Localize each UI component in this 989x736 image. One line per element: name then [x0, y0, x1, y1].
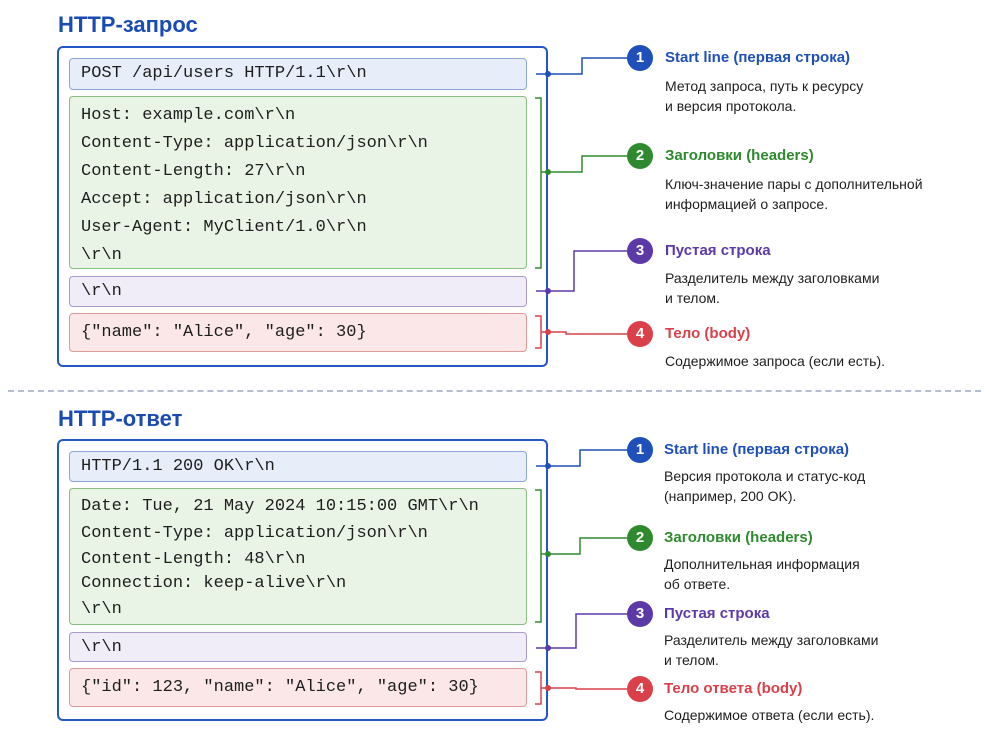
response-connector-2 [535, 489, 627, 623]
desc-line: (например, 200 OK). [664, 488, 797, 504]
response-body: {"id": 123, "name": "Alice", "age": 30} [69, 668, 527, 707]
request-connector-3 [536, 250, 627, 292]
response-header-line: Content-Type: application/json\r\n [81, 524, 428, 543]
request-ann-3-title: Пустая строка [665, 242, 771, 259]
request-header-line: Content-Type: application/json\r\n [81, 134, 428, 153]
desc-line: Разделитель между заголовками [664, 632, 879, 648]
request-ann-4-title: Тело (body) [665, 325, 751, 342]
request-empty-line-text: \r\n [81, 282, 122, 301]
response-connector-3 [536, 613, 627, 649]
response-connector-dot-1 [545, 463, 551, 469]
request-connector-dot-3 [545, 288, 551, 294]
request-ann-3-desc: Разделитель между заголовками и телом. [665, 268, 879, 308]
desc-line: информацией о запросе. [665, 196, 829, 212]
response-empty-line-text: \r\n [81, 638, 122, 657]
response-empty-line: \r\n [69, 632, 527, 662]
desc-line: Метод запроса, путь к ресурсу [665, 78, 864, 94]
desc-line: и версия протокола. [665, 98, 797, 114]
request-empty-line: \r\n [69, 276, 527, 307]
response-header-line: Content-Length: 48\r\n [81, 550, 306, 569]
request-connector-dot-2 [545, 169, 551, 175]
response-connector-1 [536, 449, 627, 467]
request-ann-1-title: Start line (первая строка) [665, 49, 851, 66]
desc-line: Разделитель между заголовками [665, 270, 880, 286]
response-ann-3-badge: 3 [627, 601, 653, 627]
response-ann-3-title: Пустая строка [664, 605, 770, 622]
response-ann-3-desc: Разделитель между заголовками и телом. [664, 630, 878, 670]
request-ann-2-desc: Ключ-значение пары с дополнительной инфо… [665, 174, 923, 214]
response-ann-1-desc: Версия протокола и статус-код (например,… [664, 466, 865, 506]
request-ann-2-title: Заголовки (headers) [665, 147, 814, 164]
request-ann-4-desc: Содержимое запроса (если есть). [665, 351, 885, 371]
request-header-line: \r\n [81, 246, 122, 265]
response-header-line: \r\n [81, 600, 122, 619]
response-ann-1-title: Start line (первая строка) [664, 441, 850, 458]
response-connector-4 [535, 671, 627, 705]
desc-line: и телом. [665, 290, 720, 306]
request-body: {"name": "Alice", "age": 30} [69, 313, 527, 352]
response-ann-4-badge: 4 [627, 676, 653, 702]
response-ann-1-badge: 1 [627, 437, 653, 463]
response-title: HTTP-ответ [58, 406, 183, 431]
request-header-line: User-Agent: MyClient/1.0\r\n [81, 218, 367, 237]
request-ann-3-badge: 3 [627, 238, 653, 264]
response-start-line: HTTP/1.1 200 OK\r\n [69, 451, 527, 482]
desc-line: об ответе. [664, 576, 731, 592]
request-ann-1-badge: 1 [627, 45, 653, 71]
request-connector-1 [536, 57, 627, 75]
response-ann-4-desc: Содержимое ответа (если есть). [664, 705, 874, 725]
response-ann-2-desc: Дополнительная информация об ответе. [664, 554, 860, 594]
request-ann-1-desc: Метод запроса, путь к ресурсу и версия п… [665, 76, 863, 116]
request-headers-block: Host: example.com\r\n Content-Type: appl… [69, 96, 527, 269]
desc-line: и телом. [664, 652, 719, 668]
request-header-line: Accept: application/json\r\n [81, 190, 367, 209]
response-headers-block: Date: Tue, 21 May 2024 10:15:00 GMT\r\n … [69, 488, 527, 625]
response-connector-dot-3 [545, 645, 551, 651]
section-divider [8, 390, 981, 392]
request-body-text: {"name": "Alice", "age": 30} [81, 323, 367, 342]
response-ann-2-badge: 2 [627, 525, 653, 551]
request-title: HTTP-запрос [58, 12, 198, 37]
response-ann-4-title: Тело ответа (body) [664, 680, 803, 697]
response-connector-dot-4 [545, 685, 551, 691]
desc-line: Версия протокола и статус-код [664, 468, 866, 484]
response-header-line: Date: Tue, 21 May 2024 10:15:00 GMT\r\n [81, 497, 479, 516]
request-connector-dot-1 [545, 71, 551, 77]
response-start-line-text: HTTP/1.1 200 OK\r\n [81, 457, 275, 476]
desc-line: Содержимое запроса (если есть). [665, 353, 886, 369]
request-ann-4-badge: 4 [627, 321, 653, 347]
desc-line: Дополнительная информация [664, 556, 860, 572]
request-header-line: Content-Length: 27\r\n [81, 162, 306, 181]
request-connector-dot-4 [545, 329, 551, 335]
response-header-line: Connection: keep-alive\r\n [81, 574, 347, 593]
request-start-line-text: POST /api/users HTTP/1.1\r\n [81, 64, 367, 83]
response-body-text: {"id": 123, "name": "Alice", "age": 30} [81, 678, 479, 697]
request-ann-2-badge: 2 [627, 143, 653, 169]
desc-line: Ключ-значение пары с дополнительной [665, 176, 923, 192]
request-header-line: Host: example.com\r\n [81, 106, 296, 125]
response-connector-dot-2 [545, 551, 551, 557]
request-connector-4 [535, 315, 627, 349]
request-start-line: POST /api/users HTTP/1.1\r\n [69, 58, 527, 90]
desc-line: Содержимое ответа (если есть). [664, 707, 875, 723]
response-ann-2-title: Заголовки (headers) [664, 529, 813, 546]
request-connector-2 [535, 97, 627, 269]
